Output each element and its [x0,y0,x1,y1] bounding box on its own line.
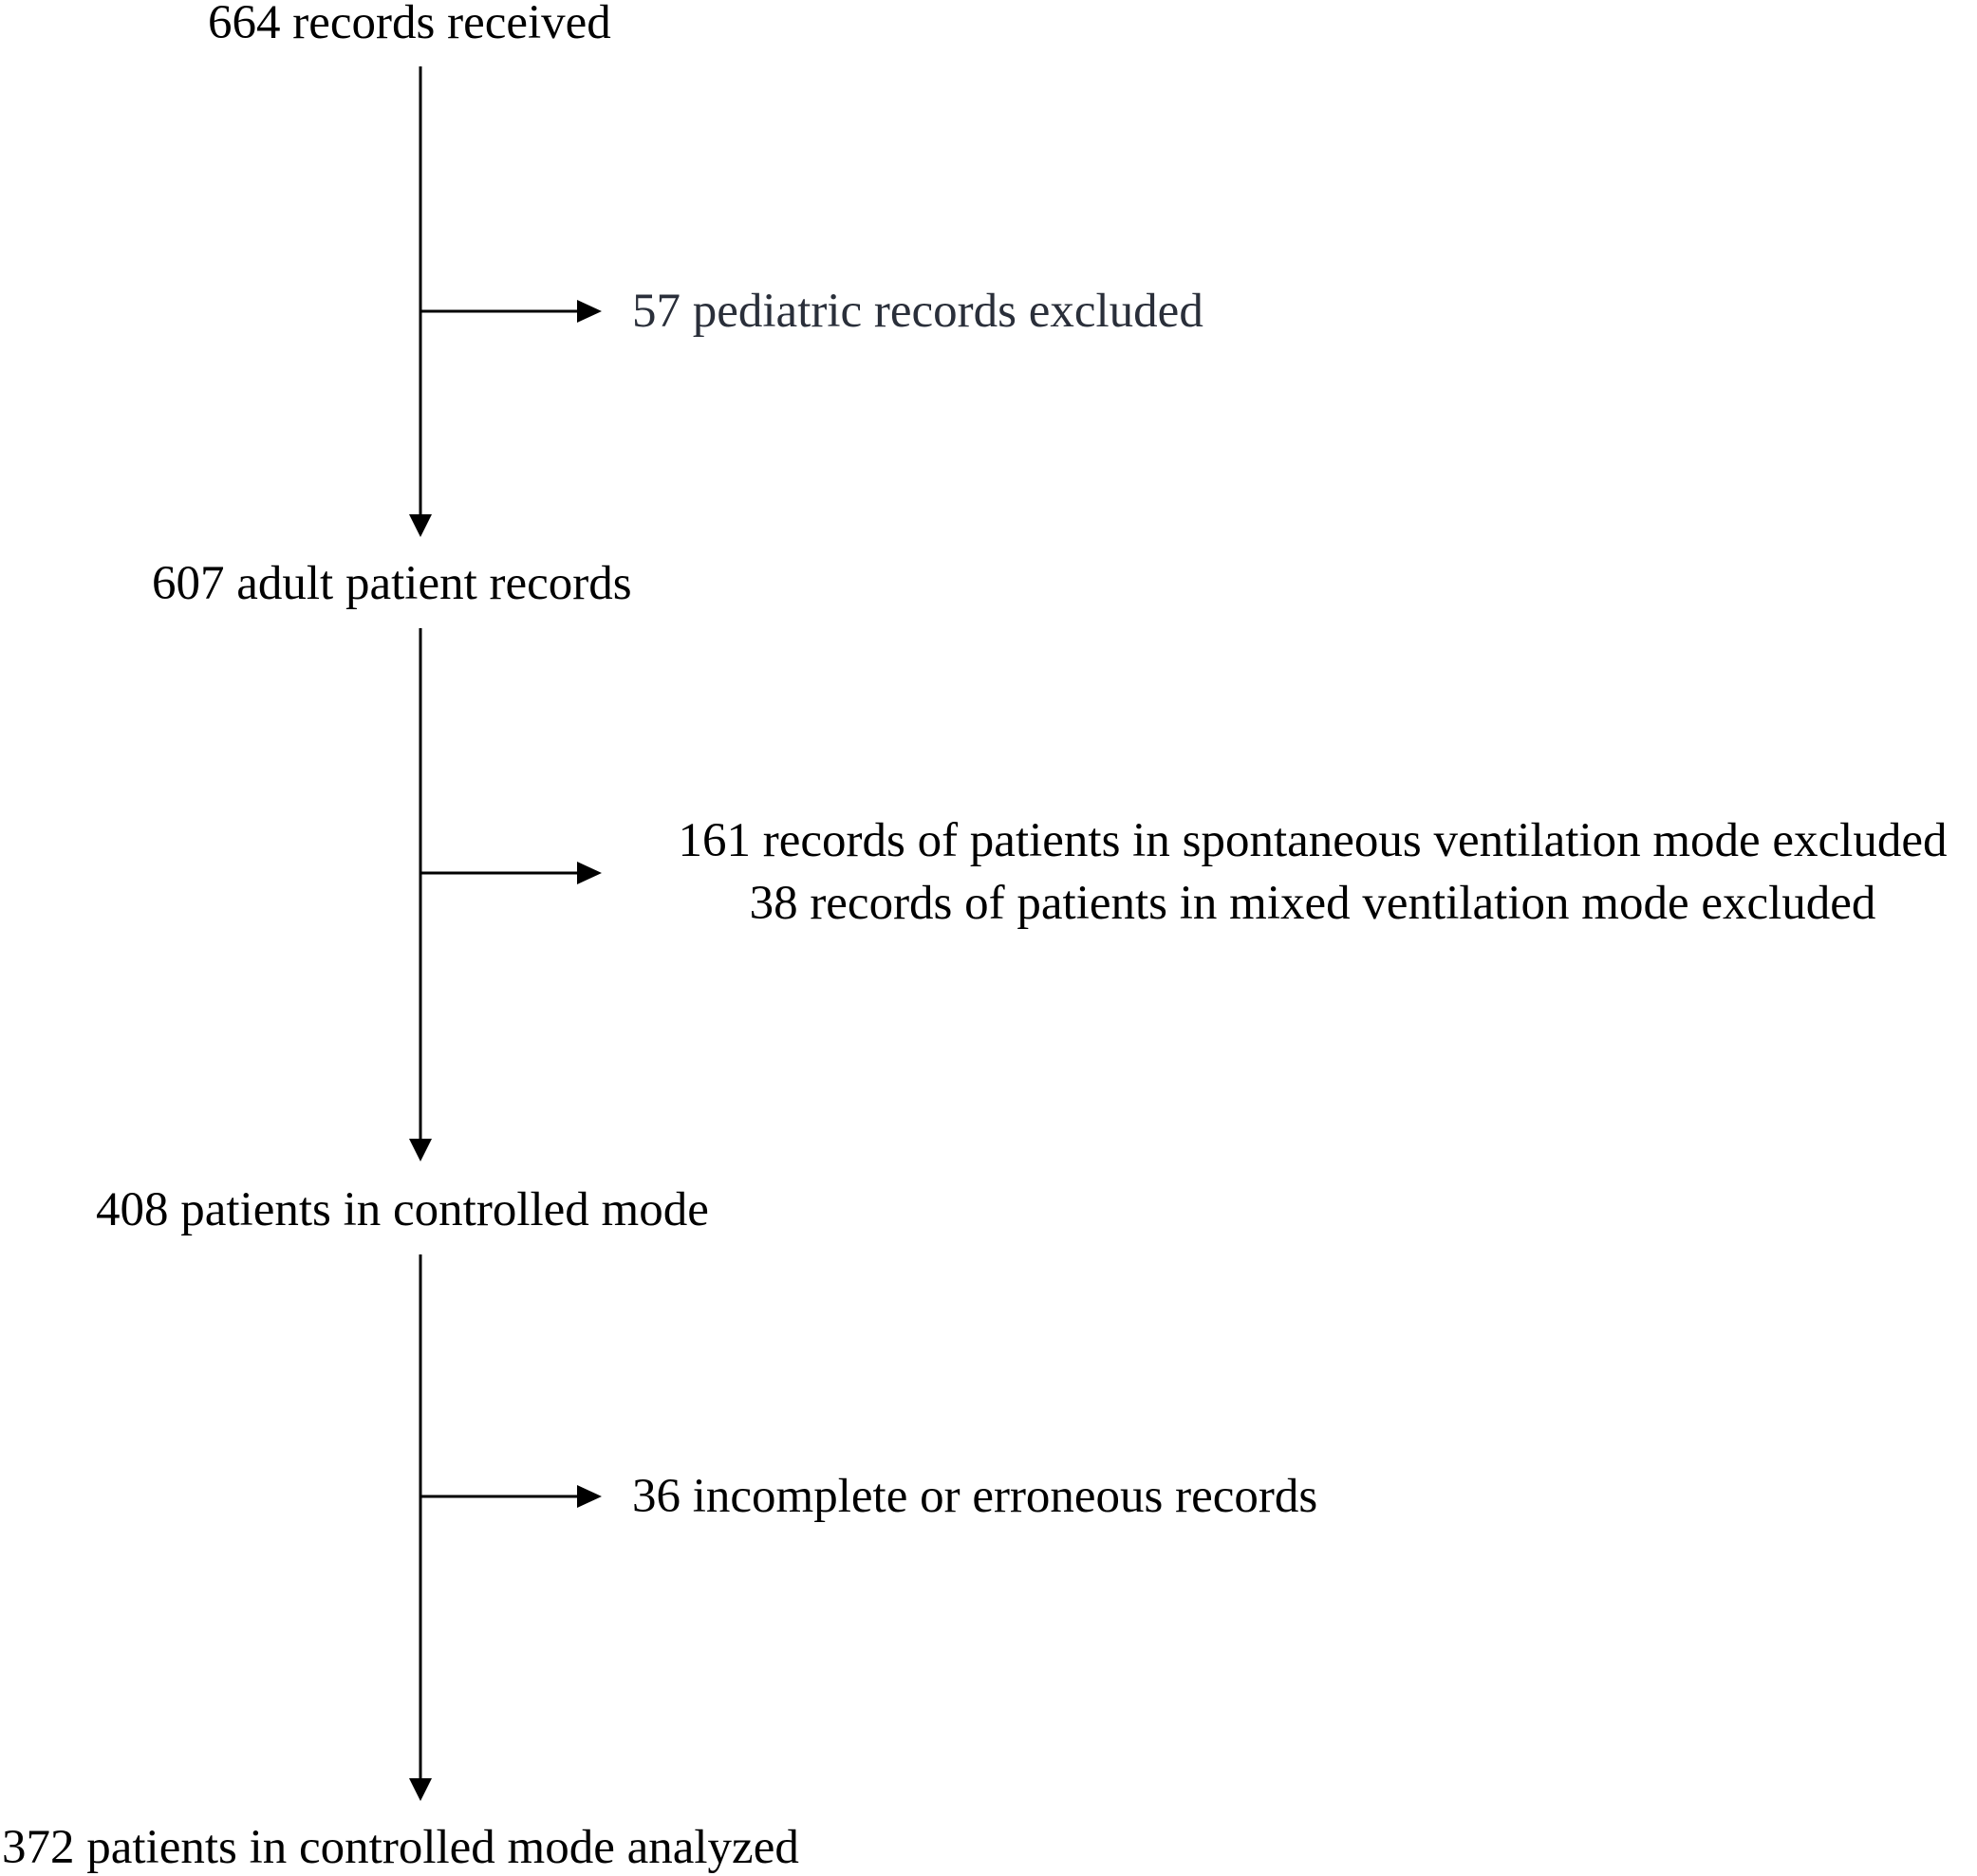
step-controlled-mode-analyzed: 372 patients in controlled mode analyzed [2,1821,799,1874]
exclusion-pediatric-records: 57 pediatric records excluded [632,285,1203,338]
main-arrow-1-head [409,514,432,537]
side-arrow-2-head [577,862,602,884]
exclusion-spontaneous-line: 161 records of patients in spontaneous v… [678,814,1948,867]
step-controlled-mode: 408 patients in controlled mode [96,1183,709,1236]
side-arrow-3-head [577,1485,602,1508]
main-arrow-2-head [409,1139,432,1161]
step-adult-patient-records: 607 adult patient records [152,557,632,610]
side-arrow-1-head [577,300,602,323]
exclusion-incomplete-records: 36 incomplete or erroneous records [632,1470,1318,1523]
exclusion-ventilation-mode: 161 records of patients in spontaneous v… [648,809,1977,935]
step-records-received: 664 records received [208,0,611,49]
main-arrow-3-head [409,1778,432,1801]
exclusion-mixed-line: 38 records of patients in mixed ventilat… [749,877,1876,930]
